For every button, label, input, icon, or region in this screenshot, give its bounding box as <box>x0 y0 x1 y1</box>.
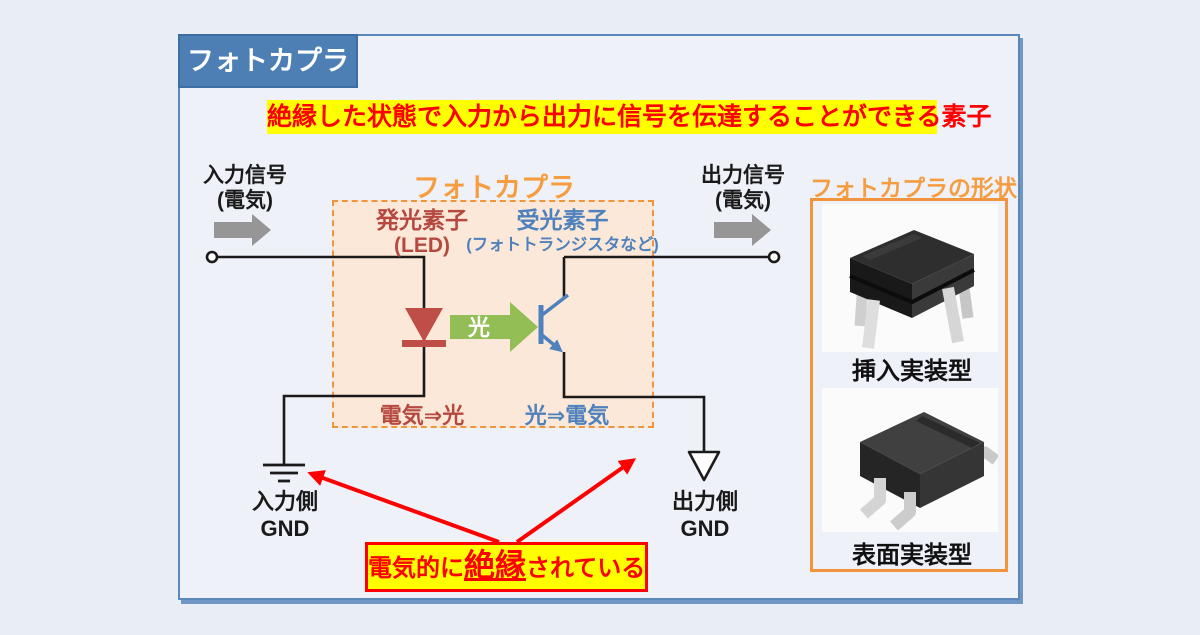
output-signal-arrow-icon <box>714 214 771 246</box>
input-signal-label: 入力信号 (電気) <box>203 164 287 212</box>
detector-label: 受光素子 (フォトトランジスタなど) <box>466 207 659 254</box>
circuit-diagram: 光 <box>205 214 781 544</box>
input-wire <box>217 255 426 465</box>
isolation-callout: 電気的に絶縁されている <box>365 542 648 592</box>
emitter-label: 発光素子 (LED) <box>376 207 468 257</box>
phototransistor-symbol <box>538 293 570 353</box>
light-to-electric-label: 光⇒電気 <box>524 403 610 428</box>
page-title: フォトカプラ <box>178 34 358 88</box>
surface-mount-label: 表面実装型 <box>852 542 972 569</box>
through-hole-package-image <box>822 204 998 352</box>
light-arrow: 光 <box>450 302 538 352</box>
output-gnd-label: 出力側 GND <box>671 489 738 541</box>
emitter-wire <box>562 352 706 451</box>
surface-mount-package-image <box>822 388 998 532</box>
through-hole-label: 挿入実装型 <box>852 358 972 385</box>
output-terminal <box>767 250 781 264</box>
output-signal-label: 出力信号 (電気) <box>701 164 785 212</box>
isolation-arrow-left <box>307 470 500 544</box>
main-panel: フォトカプラ 絶縁した状態で入力から出力に信号を伝達することができる素子 <box>178 34 1020 600</box>
light-arrow-label: 光 <box>467 315 490 340</box>
electric-to-light-label: 電気⇒光 <box>379 403 465 428</box>
photocoupler-dashed-box <box>332 200 654 428</box>
led-symbol <box>402 308 446 347</box>
isolation-arrow-right <box>515 458 637 544</box>
shapes-panel: 挿入実装型 表面実装型 <box>810 198 1008 572</box>
input-signal-arrow-icon <box>214 214 271 246</box>
coupler-heading: フォトカプラ <box>413 173 575 203</box>
description-banner: 絶縁した状態で入力から出力に信号を伝達することができる素子 <box>267 100 992 134</box>
chassis-ground-icon <box>687 450 721 482</box>
input-terminal <box>205 250 219 264</box>
input-gnd-label: 入力側 GND <box>251 489 318 541</box>
shapes-panel-title: フォトカプラの形状 <box>810 175 1017 201</box>
earth-ground-icon <box>263 463 305 483</box>
